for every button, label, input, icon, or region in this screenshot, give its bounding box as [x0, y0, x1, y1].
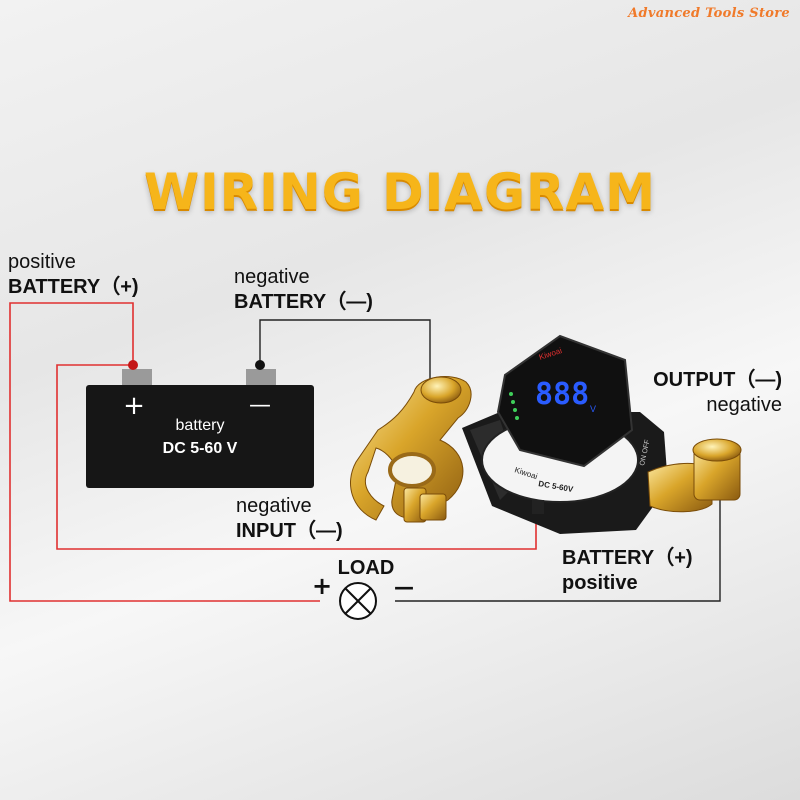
- device-input-stud: [532, 500, 544, 514]
- store-watermark: Advanced Tools Store: [628, 6, 790, 21]
- battery-plus-sign: +: [123, 391, 145, 421]
- label-output-negative: OUTPUT（—) negative: [653, 369, 782, 416]
- negative-wires: [259, 319, 721, 602]
- load-minus: —: [394, 575, 414, 599]
- battery-terminal-negative: [246, 369, 276, 387]
- battery-minus-sign: —: [249, 393, 271, 418]
- positive-wires: [9, 302, 537, 602]
- label-battery-positive-output: BATTERY（+) positive: [562, 547, 693, 594]
- load-plus: +: [312, 572, 332, 600]
- battery: + — battery DC 5-60 V: [86, 360, 314, 488]
- voltage-unit: V: [590, 404, 596, 414]
- label-negative-battery: negative BATTERY（—): [234, 266, 373, 313]
- negative-wire-battery: [259, 319, 431, 420]
- disconnect-switch: Kiwoai 888 V Kiwoai DC 5-60V ON OFF: [462, 334, 668, 534]
- output-terminal: [647, 438, 742, 513]
- battery-terminal-positive: [122, 369, 152, 387]
- negative-wire-output: [395, 460, 721, 602]
- green-indicator-leds: [509, 392, 519, 420]
- negative-terminal-dot: [255, 360, 265, 370]
- load: LOAD + —: [312, 557, 414, 620]
- load-label: LOAD: [338, 557, 395, 579]
- label-positive-battery: positive BATTERY（+): [8, 251, 139, 298]
- positive-terminal-dot: [128, 360, 138, 370]
- positive-wire-outer: [9, 302, 320, 602]
- battery-name: battery: [176, 417, 225, 434]
- battery-clamp: [350, 376, 472, 523]
- battery-spec: DC 5-60 V: [163, 440, 238, 457]
- battery-body: [86, 385, 314, 488]
- positive-wire-inner: [56, 364, 537, 550]
- label-negative-input: negative INPUT（—): [236, 495, 343, 542]
- voltage-display: 888 V: [535, 377, 596, 414]
- diagram-title: WIRING DIAGRAM: [144, 163, 656, 221]
- voltage-readout: 888: [535, 377, 589, 412]
